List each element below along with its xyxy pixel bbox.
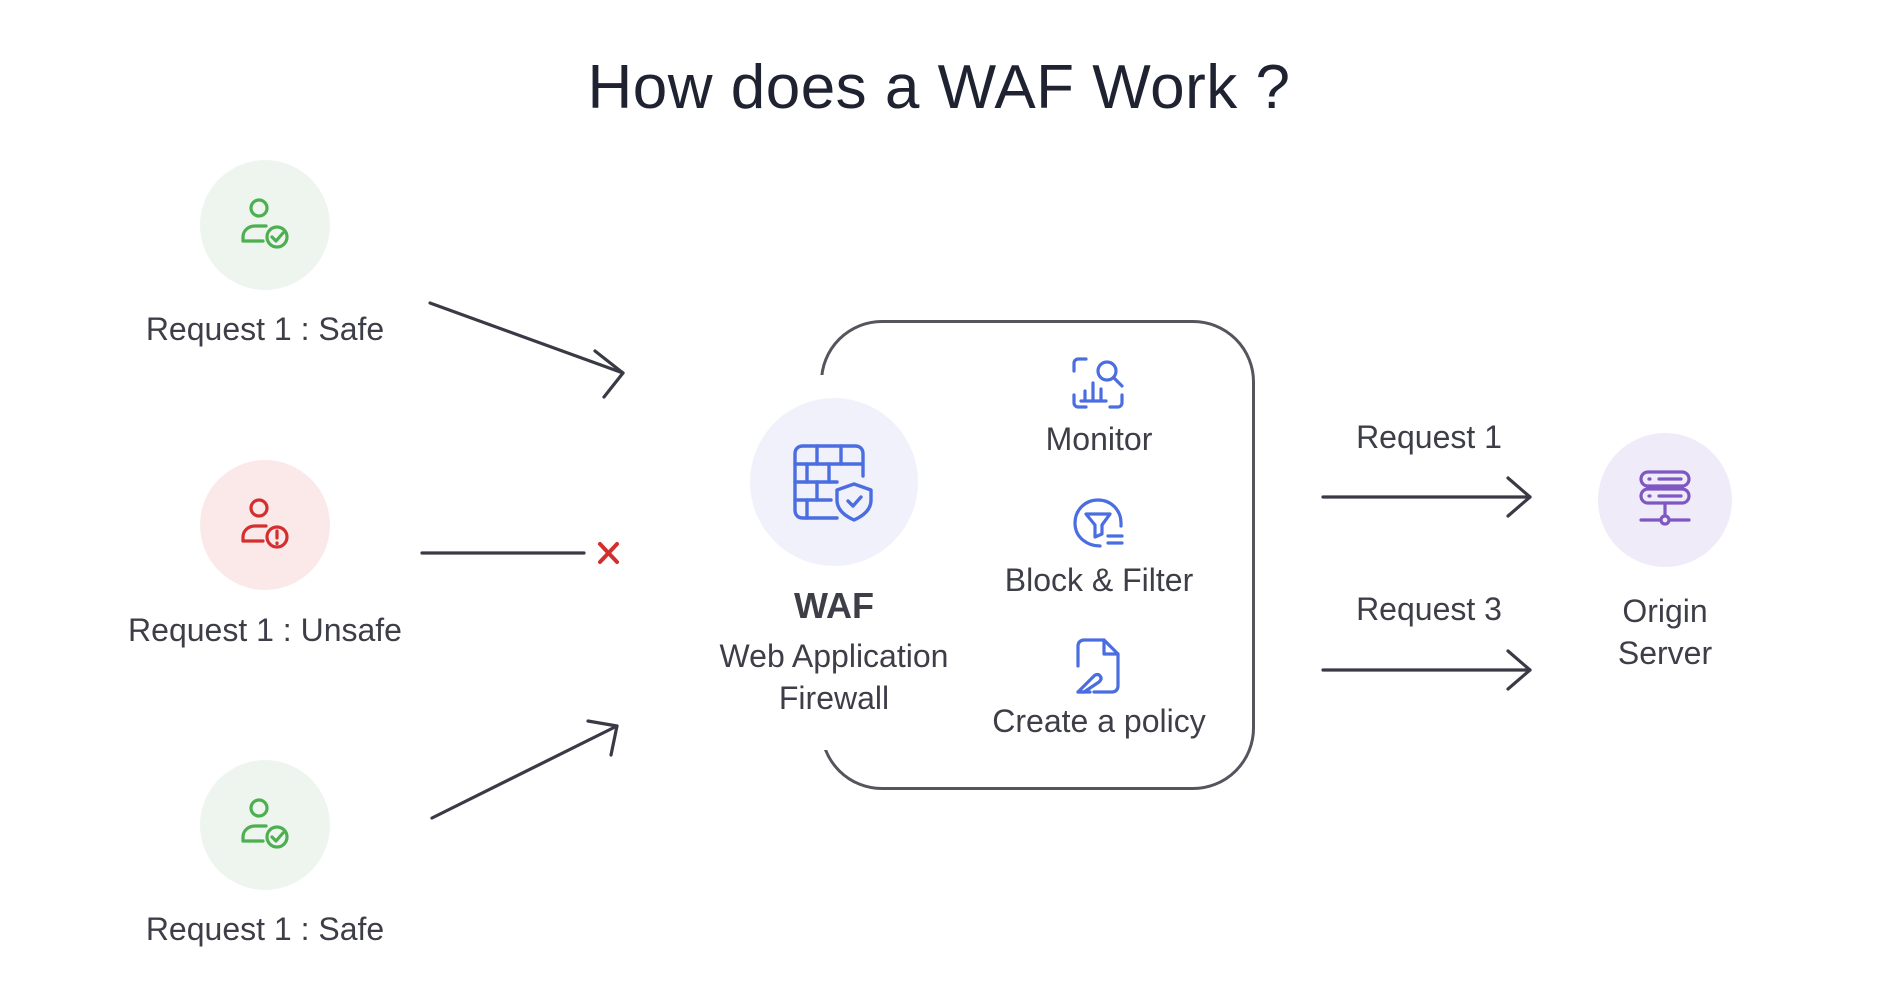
request-safe-top-label: Request 1 : Safe (145, 311, 385, 347)
page-title: How does a WAF Work ? (587, 53, 1291, 122)
output-request-3-label: Request 3 (1356, 591, 1502, 627)
firewall-shield-icon (793, 444, 873, 522)
request-safe-bottom-node (200, 760, 330, 890)
filter-icon (1073, 498, 1124, 548)
waf-title: WAF (794, 585, 874, 626)
request-unsafe-label: Request 1 : Unsafe (128, 612, 402, 648)
user-check-icon (241, 198, 289, 249)
waf-subtitle-line1: Web Application (719, 638, 949, 674)
server-icon (1639, 470, 1691, 526)
waf-subtitle-line2: Firewall (778, 680, 890, 716)
origin-server-label-line1: Origin (1622, 593, 1708, 629)
feature-block-filter-label: Block & Filter (1004, 562, 1194, 598)
monitor-search-icon (1072, 357, 1124, 409)
request-safe-bottom-label: Request 1 : Safe (145, 911, 385, 947)
arrow-safe-top (428, 301, 625, 399)
feature-monitor-label: Monitor (1045, 421, 1153, 457)
user-alert-icon (241, 498, 289, 549)
request-unsafe-node (200, 460, 330, 590)
output-request-1-label: Request 1 (1356, 419, 1502, 455)
blocked-x-icon (598, 542, 619, 564)
origin-server-label-line2: Server (1617, 635, 1713, 671)
waf-node (750, 398, 918, 566)
arrow-safe-bottom (430, 719, 619, 820)
user-check-icon (241, 798, 289, 849)
origin-server-node (1598, 433, 1732, 567)
request-safe-top-node (200, 160, 330, 290)
feature-create-policy-label: Create a policy (992, 703, 1206, 739)
policy-document-icon (1076, 638, 1120, 694)
arrow-output-request-1 (1321, 476, 1532, 518)
arrow-output-request-3 (1321, 649, 1532, 691)
